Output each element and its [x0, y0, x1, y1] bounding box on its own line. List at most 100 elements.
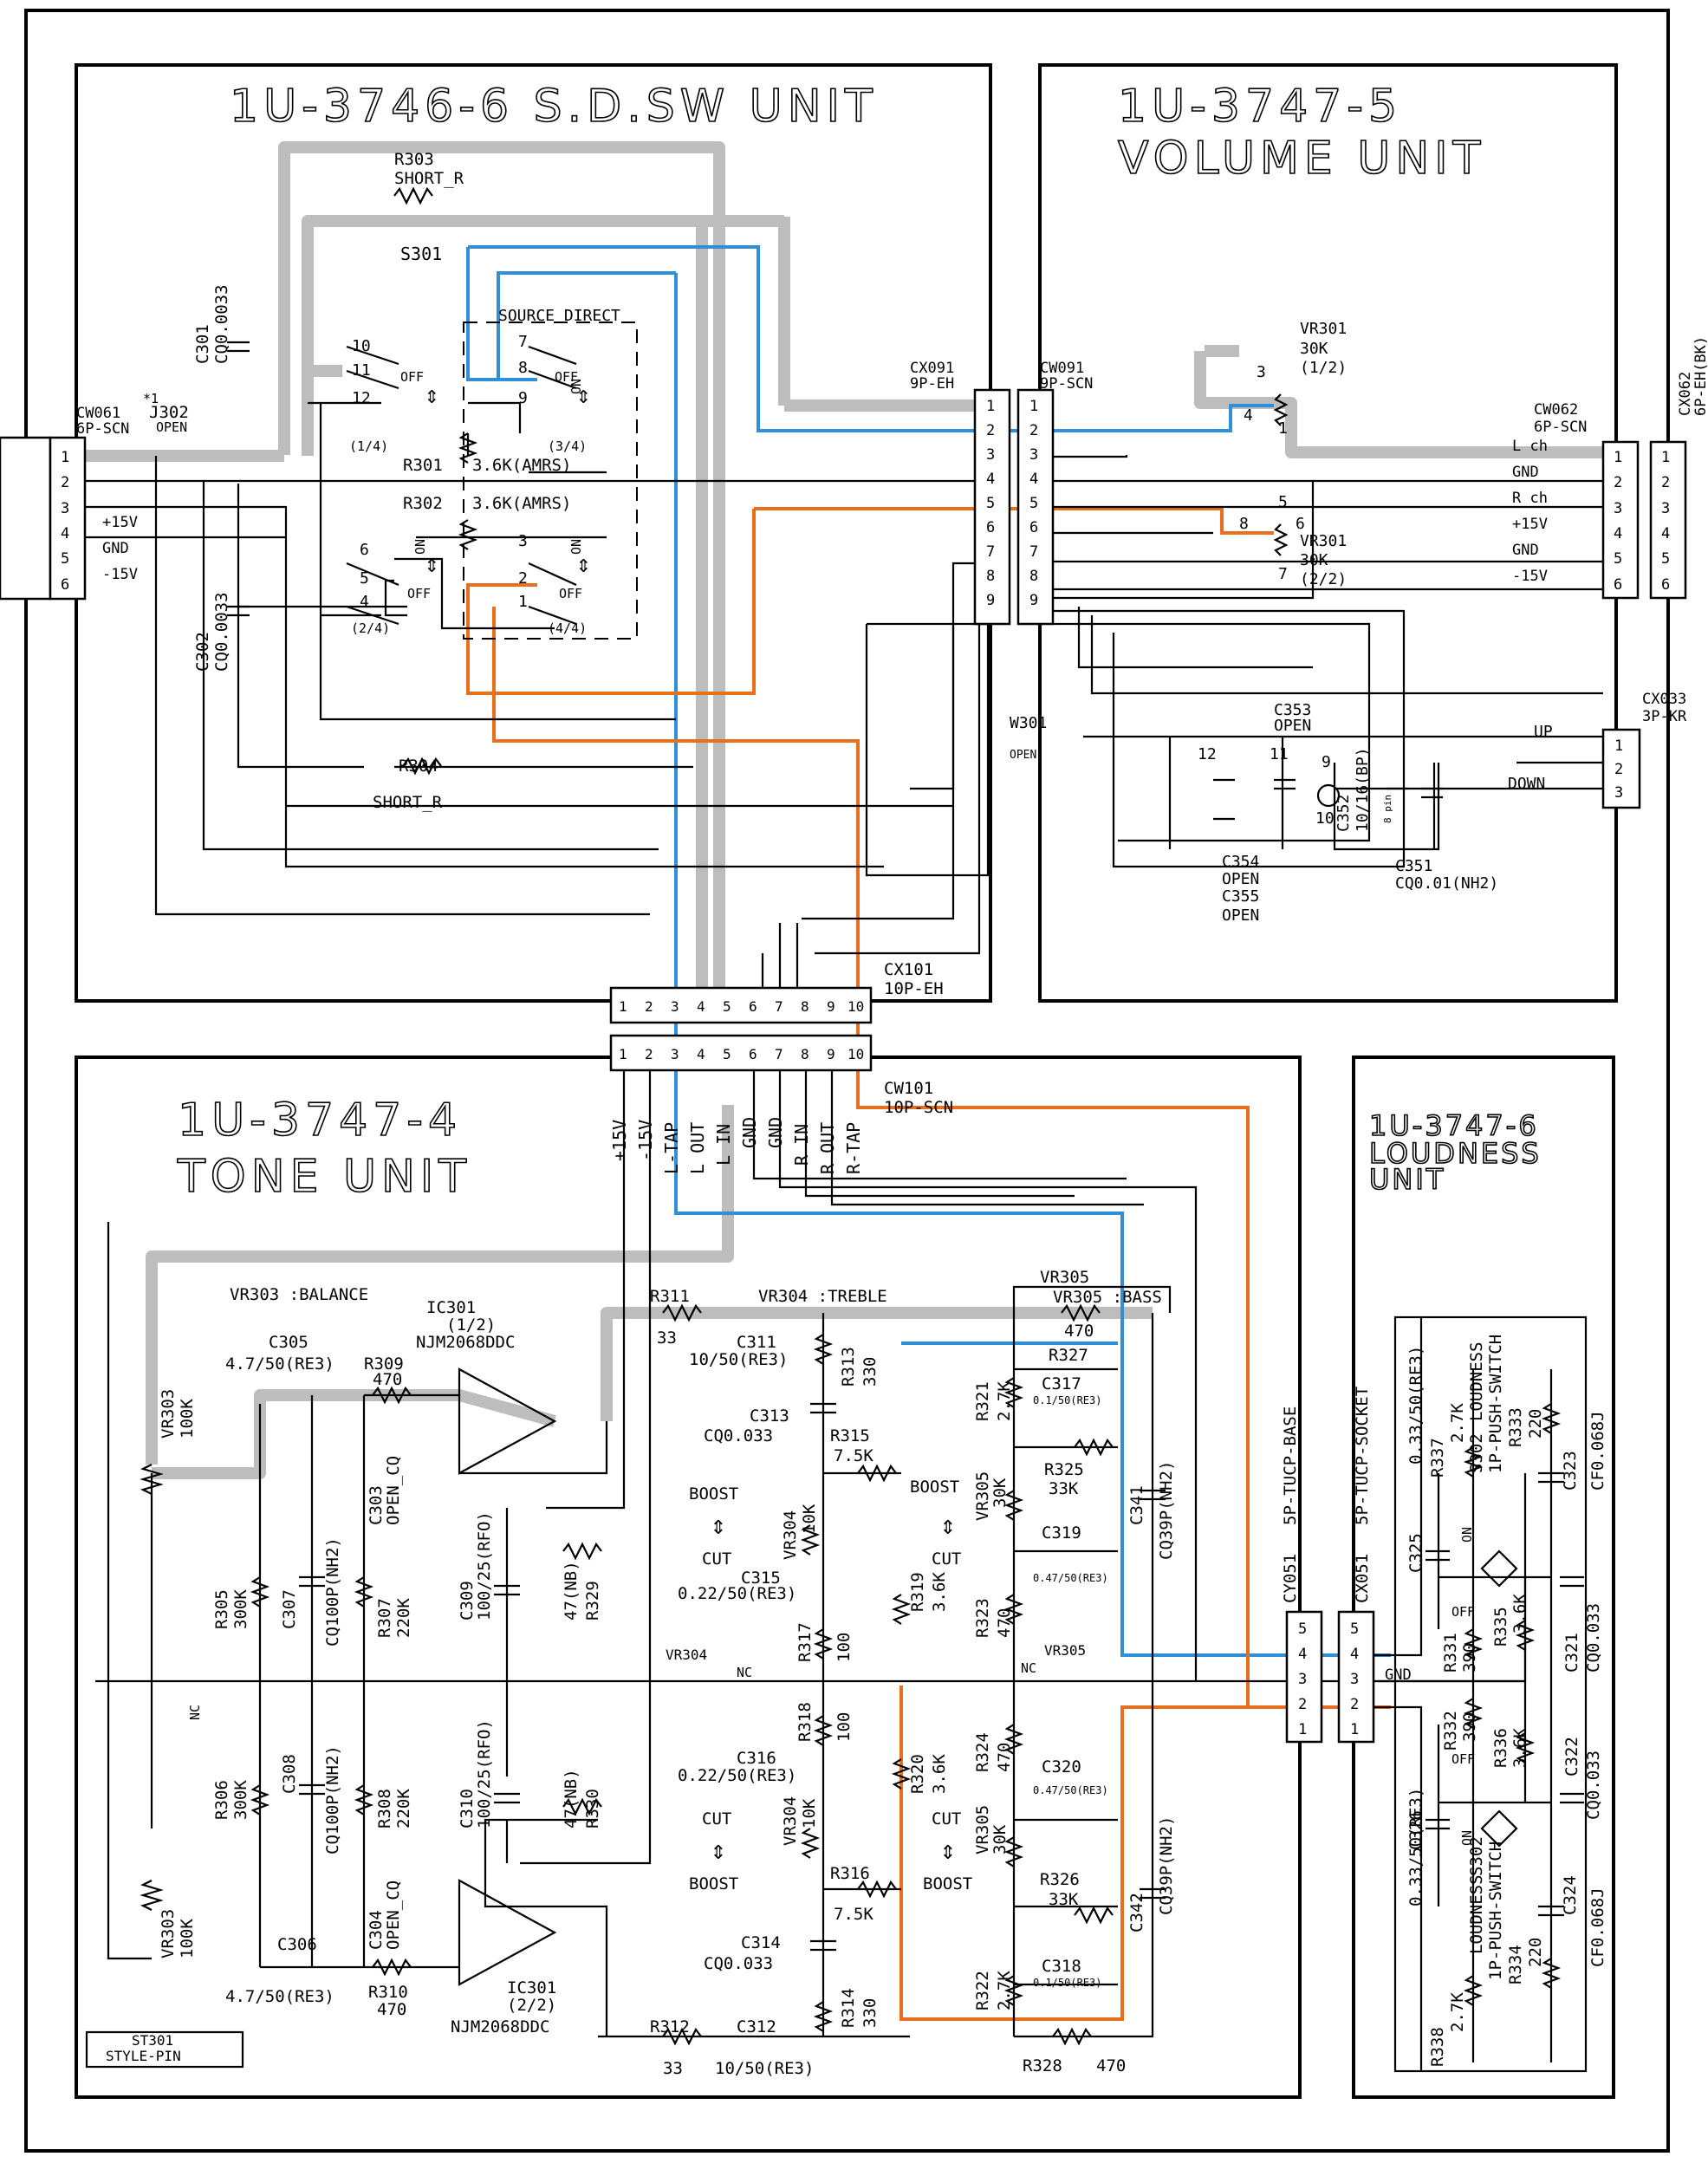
- c303-value: OPEN_CQ: [384, 1456, 403, 1525]
- cw061-name: CW061: [76, 405, 120, 422]
- tone-unit-title-1: 1U-3747-4: [178, 1094, 462, 1146]
- r325-symbol: [1074, 1438, 1114, 1457]
- vr305b-ref: VR305: [973, 1805, 992, 1854]
- r325-value: 33K: [1049, 1479, 1079, 1498]
- switch-contacts: 10 11 12 7 8 9 6 5 4 3 2 1 OFF OFF OFF O…: [346, 333, 591, 636]
- c321-value: CQ0.033: [1584, 1603, 1603, 1673]
- cw062-pin-6: 6: [1614, 576, 1622, 594]
- c304-ref: C304: [367, 1910, 386, 1950]
- c317-value: 0.1/50(RE3): [1033, 1394, 1101, 1406]
- cw091-pin-6: 6: [1029, 519, 1038, 536]
- cw061-connector-body: [0, 436, 52, 601]
- cw062-pin-5: 5: [1614, 550, 1622, 568]
- vr305b-value: 30K: [990, 1824, 1010, 1854]
- vr301b-pin-8: 8: [1239, 515, 1249, 533]
- r305-value: 300K: [231, 1589, 250, 1629]
- vr303-nc: NC: [187, 1705, 203, 1720]
- cx051-pin-5: 5: [1350, 1621, 1359, 1638]
- r315-symbol: [857, 1464, 897, 1483]
- c301-symbol: [227, 341, 250, 353]
- c302-value: CQ0.0033: [212, 592, 231, 672]
- cw091-type: 9P-SCN: [1040, 375, 1093, 393]
- cw062-connector: [1601, 440, 1640, 600]
- cx033-type: 3P-KR: [1642, 708, 1687, 725]
- r303-ref: R303: [394, 150, 434, 169]
- switch-off-2: OFF: [555, 369, 578, 385]
- cw101-label-gnd1: GND: [739, 1117, 760, 1148]
- r320-ref: R320: [908, 1754, 927, 1794]
- sdsw-unit-box: [75, 63, 992, 1003]
- switch-arrow-4: ⇕: [576, 549, 591, 578]
- c318-ref: C318: [1042, 1957, 1081, 1976]
- c324-value: CF0.068J: [1588, 1887, 1607, 1967]
- c321-ref: C321: [1562, 1633, 1581, 1673]
- vr305-nc: NC: [1021, 1660, 1036, 1676]
- r326-symbol: [1074, 1906, 1114, 1925]
- switch-pos-1: (1/4): [349, 438, 388, 454]
- vr301a-pin-3: 3: [1257, 363, 1266, 381]
- r322-ref: R322: [973, 1971, 992, 2010]
- treble-arrow-top: ⇕: [711, 1510, 726, 1541]
- r327-ref: R327: [1049, 1346, 1088, 1365]
- c309-ref: C309: [458, 1581, 477, 1621]
- r323-ref: R323: [973, 1598, 992, 1638]
- r302-symbol: [458, 519, 478, 550]
- r301-value: 3.6K(AMRS): [472, 456, 571, 475]
- cw091-name: CW091: [1040, 360, 1084, 377]
- c306-value: 4.7/50(RE3): [225, 1987, 334, 2006]
- switch-pos-4: (4/4): [548, 620, 587, 636]
- cx101-pin-6: 6: [749, 998, 757, 1015]
- c302-symbol: [227, 605, 250, 617]
- ic301a-opamp: [458, 1367, 557, 1475]
- vr301b-pin-7: 7: [1278, 565, 1288, 583]
- vr303a-symbol: [140, 1464, 164, 1495]
- cw101-name: CW101: [884, 1079, 933, 1098]
- r312-ref: R312: [650, 2017, 690, 2036]
- r316-ref: R316: [830, 1864, 870, 1883]
- switch-arrow-1: ⇕: [425, 380, 439, 409]
- c301-ref: C301: [193, 324, 212, 364]
- r334-ref: R334: [1506, 1945, 1525, 1984]
- cw062-label-lch: L ch: [1512, 438, 1548, 455]
- c354-value: OPEN: [1222, 870, 1259, 888]
- c312-ref: C312: [737, 2017, 776, 2036]
- c352-ref: C352: [1335, 795, 1353, 832]
- vr304-ref-center: VR304: [666, 1647, 707, 1663]
- r307-value: 220K: [394, 1598, 413, 1638]
- r329-value: 47(NB): [562, 1561, 581, 1621]
- c353-value: OPEN: [1274, 717, 1311, 735]
- cx101-pin-3: 3: [671, 998, 679, 1015]
- cx091-pin-7: 7: [986, 543, 995, 561]
- r313-value: 330: [860, 1357, 880, 1387]
- r305-symbol: [250, 1576, 270, 1608]
- cy051-connector: [1285, 1610, 1323, 1744]
- bass-arrow-top: ⇕: [940, 1510, 956, 1541]
- r334-value: 220: [1526, 1938, 1545, 1967]
- switch-dashed-box: [463, 322, 638, 640]
- r338-symbol: [1463, 1975, 1484, 2006]
- c352-value: 10/16(BP): [1354, 747, 1372, 832]
- r321-symbol: [1003, 1377, 1024, 1408]
- treble-boost-top: BOOST: [689, 1484, 738, 1504]
- r325-ref: R325: [1044, 1460, 1084, 1479]
- cw061-pin-6: 6: [61, 576, 69, 594]
- loudness-gnd: GND: [1385, 1666, 1412, 1684]
- vr301b-ref: VR301: [1300, 532, 1347, 550]
- cw101-pin-6: 6: [749, 1046, 757, 1062]
- switch-ref: S301: [400, 244, 442, 264]
- cw061-pin-3: 3: [61, 500, 69, 517]
- cw061-label-m15: -15V: [102, 566, 138, 583]
- cx101-pin-5: 5: [723, 998, 731, 1015]
- cx091-pin-1: 1: [986, 398, 995, 415]
- s302a-off: OFF: [1451, 1604, 1475, 1620]
- switch-on-2: ON: [568, 539, 584, 555]
- cw101-connector: [609, 1034, 873, 1072]
- cx101-type: 10P-EH: [884, 979, 944, 998]
- r302-ref: R302: [403, 494, 443, 513]
- cy051-pin-3: 3: [1298, 1671, 1307, 1688]
- gray-tone-path-3: [601, 1307, 1153, 1421]
- s302b-value: 1P-PUSH-SWITCH: [1486, 1841, 1505, 1980]
- cw061-label-p15: +15V: [102, 514, 138, 531]
- c311-value: 10/50(RE3): [689, 1350, 788, 1369]
- vr301b-part: (2/2): [1300, 570, 1347, 588]
